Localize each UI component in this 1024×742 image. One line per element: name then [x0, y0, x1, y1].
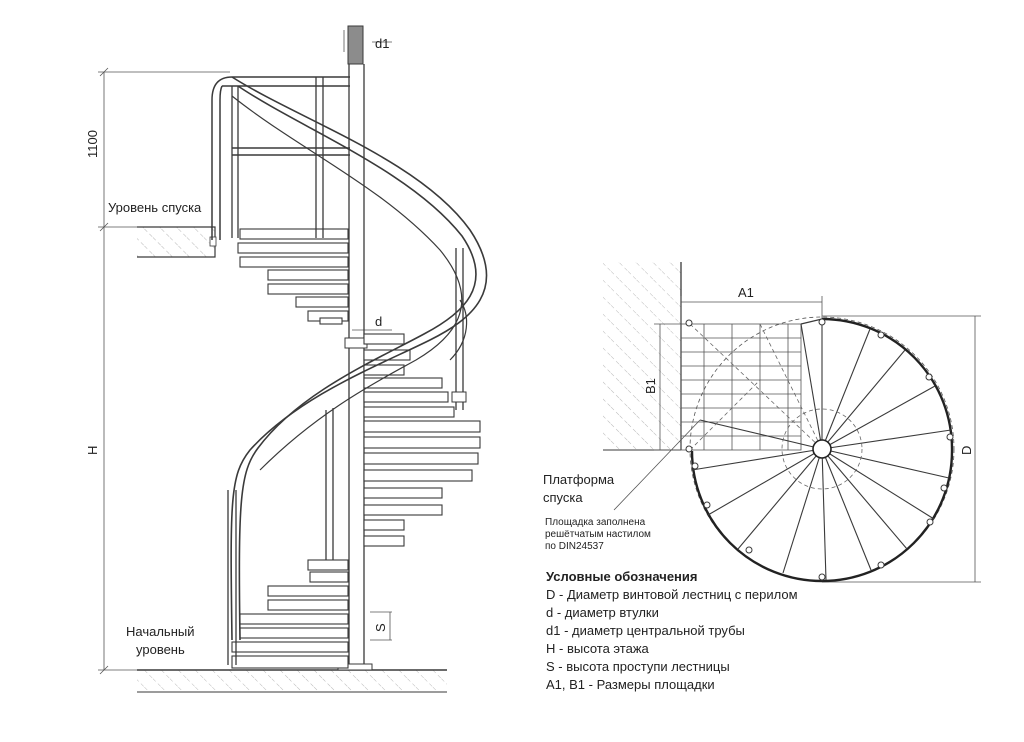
- d-label: d: [375, 314, 382, 329]
- legend-item-d-sleeve: d - диаметр втулки: [546, 605, 659, 620]
- platform-label-line2: спуска: [543, 490, 583, 505]
- legend-item-d1: d1 - диаметр центральной трубы: [546, 623, 745, 638]
- elevation-view: d1 1100 Уровень спуска d H S Начальный у…: [85, 25, 488, 693]
- start-floor: [137, 669, 447, 693]
- walk-line: [689, 323, 863, 490]
- height-1100-label: 1100: [85, 130, 100, 158]
- center-hub: [812, 439, 832, 459]
- spiral-handrail: [227, 76, 488, 665]
- h-label: H: [85, 446, 100, 455]
- platform-note-line1: Площадка заполнена: [545, 517, 646, 528]
- platform-leader: [613, 419, 701, 511]
- plan-dimensions: [654, 296, 981, 583]
- platform-note-line3: по DIN24537: [545, 541, 604, 552]
- start-level-label-line1: Начальный: [126, 624, 194, 639]
- platform-note-line2: решётчатым настилом: [545, 529, 651, 540]
- d-diameter-label: D: [959, 446, 974, 455]
- landing-platform: [680, 323, 802, 451]
- legend-item-a1b1: A1, B1 - Размеры площадки: [546, 677, 715, 692]
- d1-label: d1: [375, 36, 389, 51]
- descent-level-label: Уровень спуска: [108, 200, 202, 215]
- legend-item-d: D - Диаметр винтовой лестниц с перилом: [546, 587, 798, 602]
- a1-label: A1: [738, 285, 754, 300]
- stair-treads: [231, 228, 481, 669]
- legend: Условные обозначения D - Диаметр винтово…: [546, 569, 798, 692]
- plan-view: A1 B1 D Платформа спуска Площадка заполн…: [543, 262, 981, 583]
- legend-item-h: H - высота этажа: [546, 641, 650, 656]
- tread-lines: [691, 319, 952, 581]
- s-label: S: [373, 623, 388, 632]
- railing-posts: [685, 318, 954, 581]
- dimension-lines: [98, 30, 392, 675]
- plan-wall: [603, 262, 682, 451]
- legend-title: Условные обозначения: [546, 569, 697, 584]
- b1-label: B1: [643, 378, 658, 394]
- start-level-label-line2: уровень: [136, 642, 185, 657]
- platform-railing: [211, 76, 350, 240]
- platform-label-line1: Платформа: [543, 472, 615, 487]
- upper-slab: [137, 226, 217, 258]
- legend-item-s: S - высота проступи лестницы: [546, 659, 730, 674]
